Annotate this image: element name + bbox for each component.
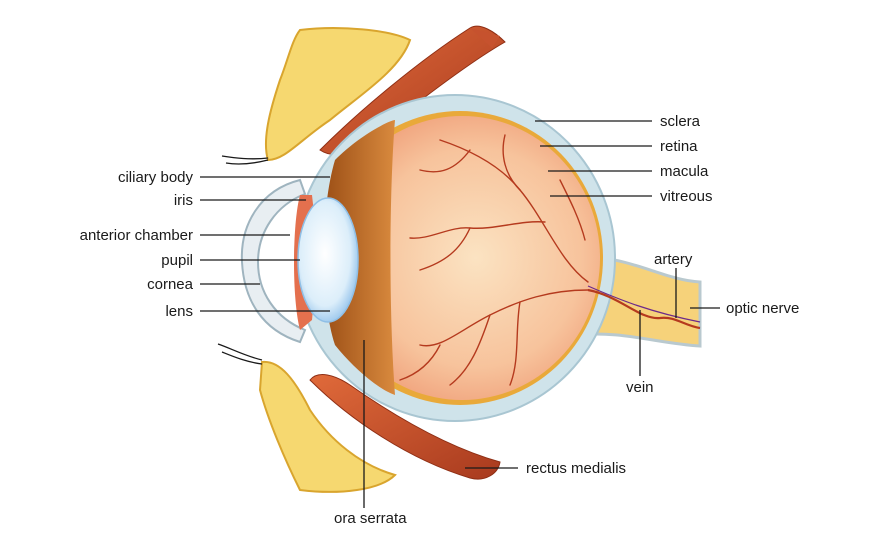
label-vein: vein — [626, 379, 654, 396]
lower-rectus-muscle — [309, 374, 501, 480]
label-lens: lens — [165, 303, 193, 320]
upper-eyelash — [221, 155, 269, 165]
label-optic-nerve: optic nerve — [726, 300, 799, 317]
label-retina: retina — [660, 138, 698, 155]
leader-lines — [200, 120, 720, 508]
upper-muscle-tendon — [470, 28, 500, 48]
label-cornea: cornea — [147, 276, 194, 293]
lens-shape — [297, 197, 359, 323]
label-vitreous: vitreous — [660, 188, 713, 205]
label-iris: iris — [174, 192, 193, 209]
lower-eyelash — [217, 343, 263, 365]
vitreous-body — [324, 116, 600, 400]
label-ora-serrata: ora serrata — [334, 510, 407, 527]
label-pupil: pupil — [161, 252, 193, 269]
upper-orbital-fat — [264, 27, 412, 162]
cornea-shape — [240, 178, 307, 344]
label-anterior-chamber: anterior chamber — [80, 227, 193, 244]
artery-vessel — [587, 288, 701, 330]
lower-orbital-fat — [258, 360, 397, 493]
label-sclera: sclera — [660, 113, 701, 130]
retinal-vessels — [399, 134, 589, 386]
label-rectus-medialis: rectus medialis — [526, 460, 626, 477]
vein-vessel — [587, 285, 701, 323]
label-ciliary-body: ciliary body — [118, 169, 194, 186]
ciliary-body-band — [323, 120, 395, 395]
label-macula: macula — [660, 163, 709, 180]
label-artery: artery — [654, 251, 693, 268]
